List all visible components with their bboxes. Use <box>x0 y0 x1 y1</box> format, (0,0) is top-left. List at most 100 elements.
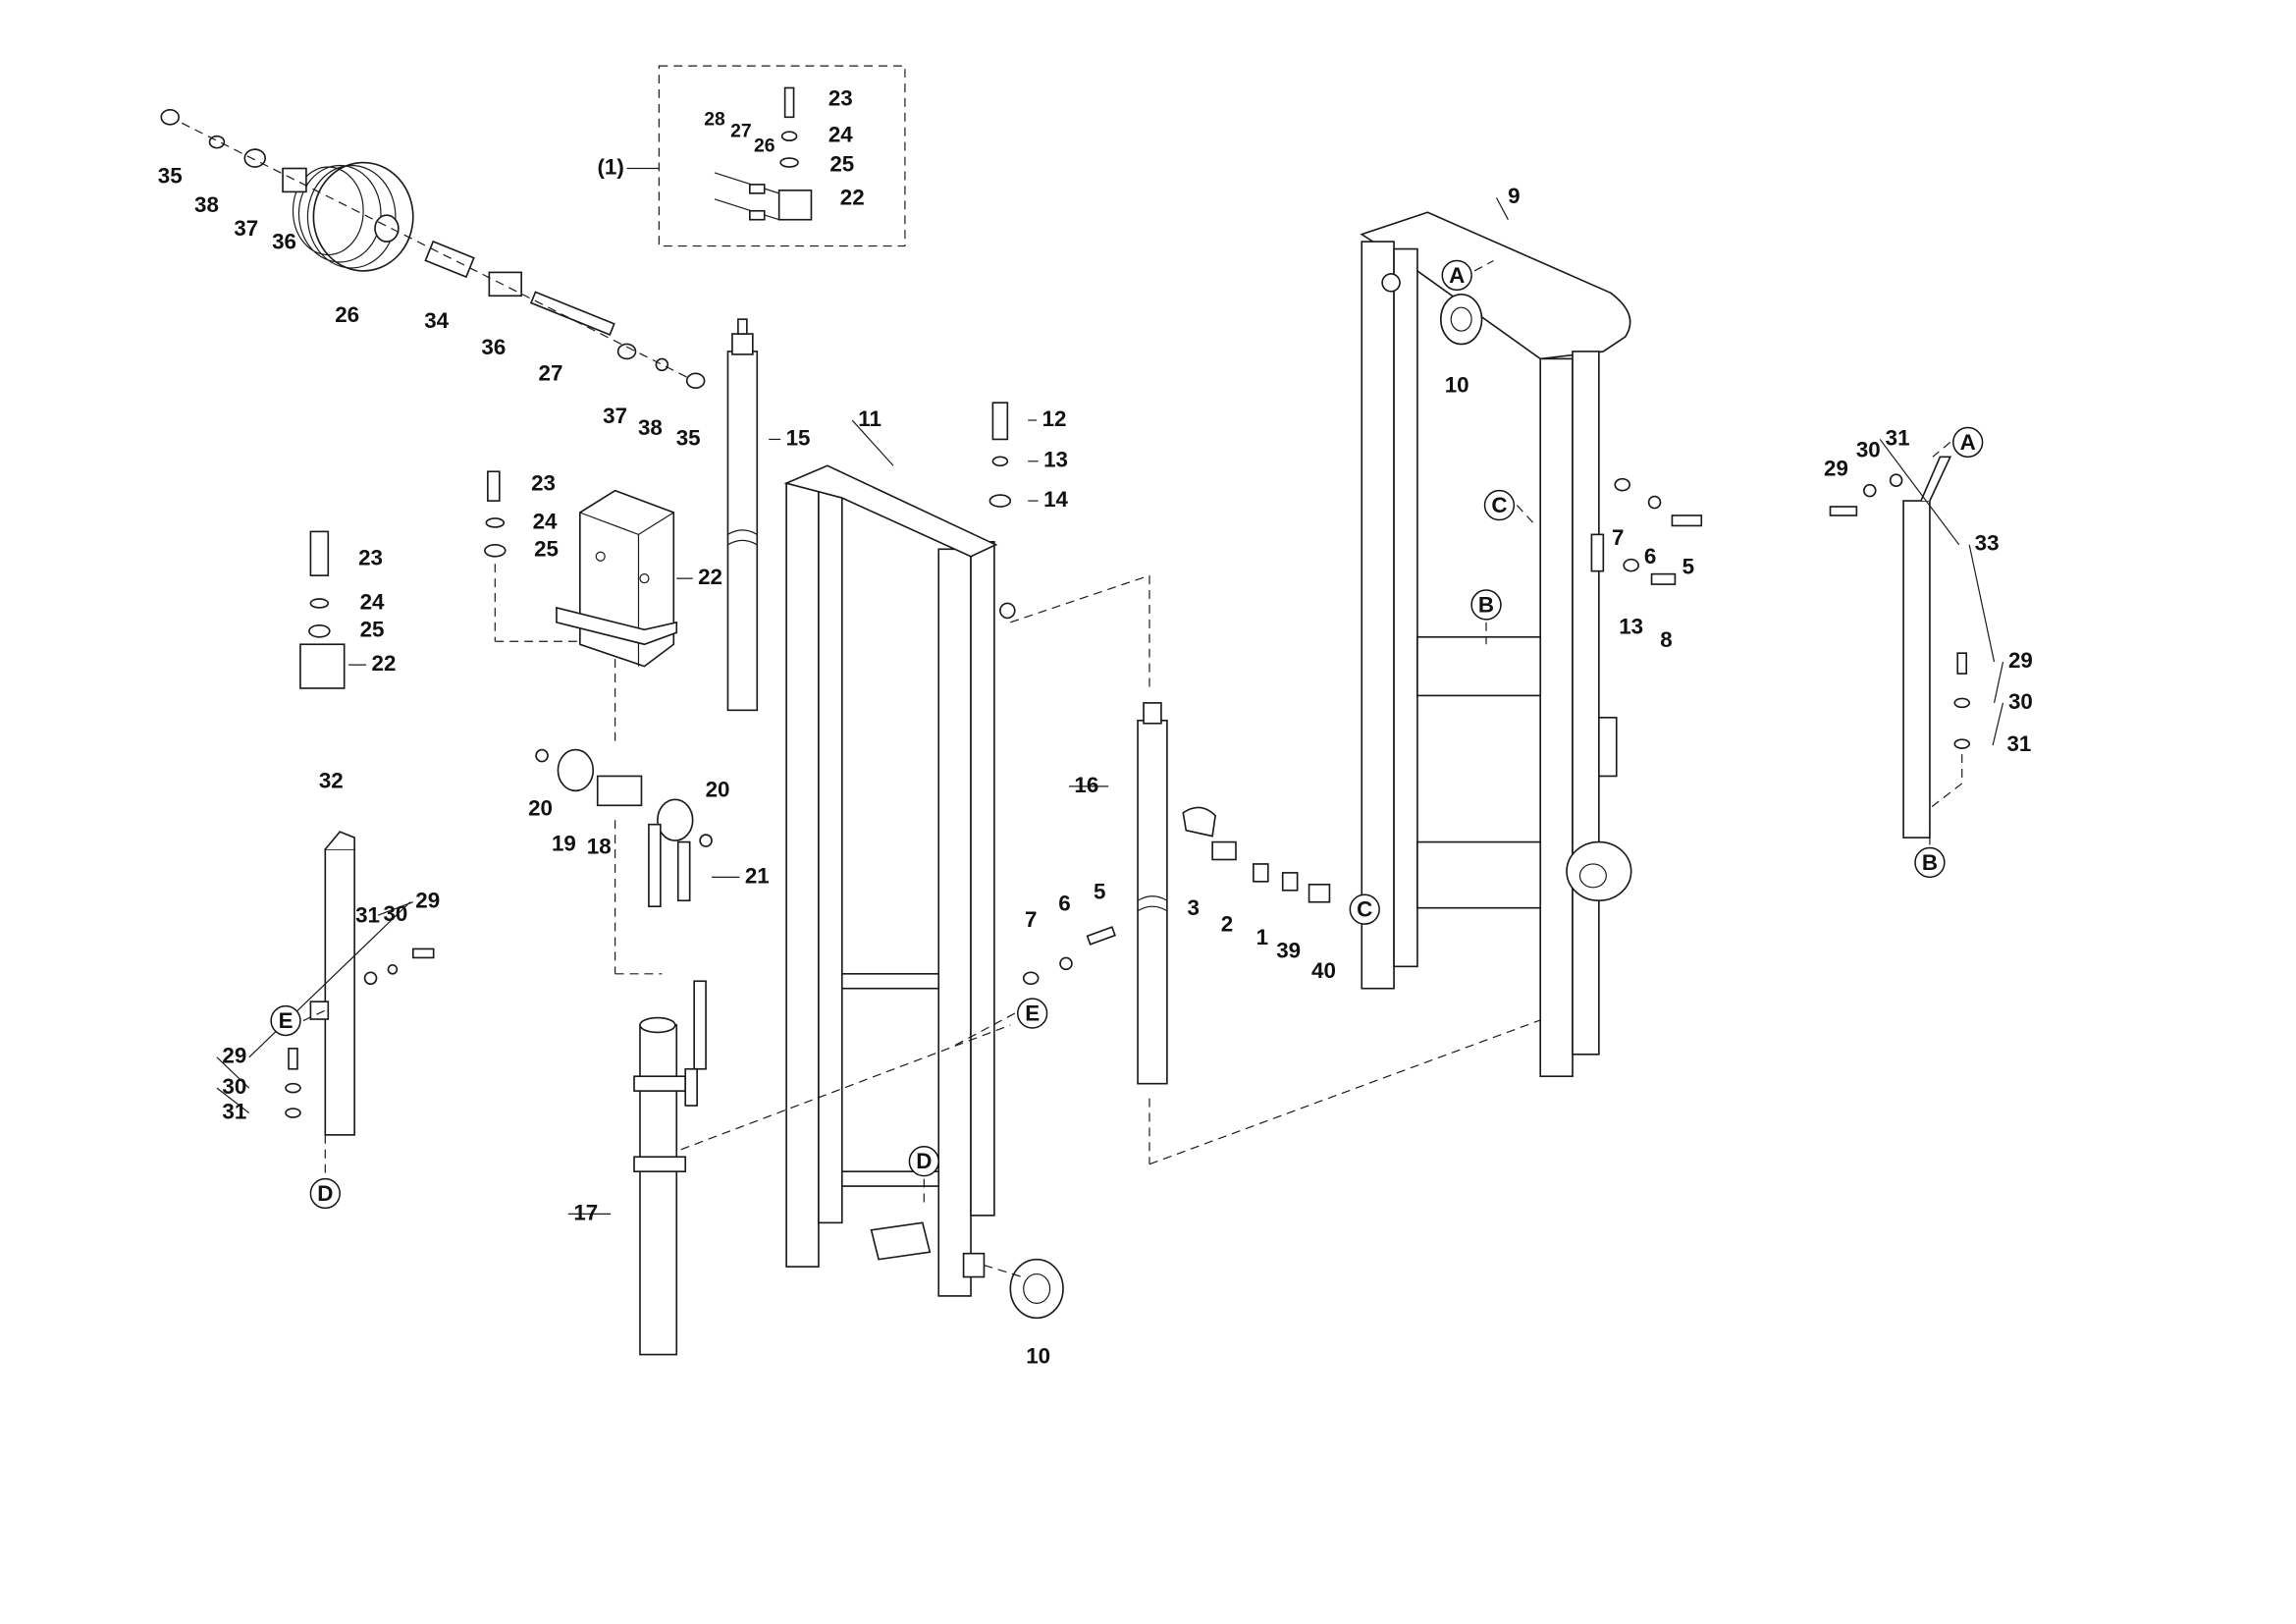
callout-12: 12 <box>1042 406 1067 431</box>
callout-26: 26 <box>754 135 775 156</box>
callout-39: 39 <box>1276 938 1301 962</box>
chain-21 <box>648 823 662 908</box>
pulley-26 <box>292 161 414 272</box>
bracket-18 <box>596 775 643 807</box>
callout-20: 20 <box>706 777 730 801</box>
rail-33 <box>1902 456 1952 839</box>
inner-mast-11 <box>783 464 1016 1297</box>
callout-13: 13 <box>1619 615 1643 639</box>
nut-35 <box>160 109 180 126</box>
callout-31: 31 <box>1886 425 1910 450</box>
callout-16: 16 <box>1074 773 1098 797</box>
callout-38: 38 <box>194 192 219 217</box>
callout-22: 22 <box>372 651 397 676</box>
callout-35: 35 <box>676 425 701 450</box>
callout-3: 3 <box>1188 895 1200 920</box>
callout-24: 24 <box>360 589 385 614</box>
roller-10-top <box>1439 293 1483 346</box>
callout-15: 15 <box>786 425 811 450</box>
cylinder-17 <box>633 1016 698 1356</box>
callout-17: 17 <box>573 1200 598 1224</box>
reference-marker-circle <box>1914 846 1946 879</box>
bushing-36 <box>282 167 307 193</box>
callout-29: 29 <box>1824 457 1848 481</box>
cylinder-15 <box>726 318 759 712</box>
reference-marker-C: C <box>1357 897 1372 922</box>
reference-marker-circle <box>1017 998 1048 1029</box>
callout-36: 36 <box>481 335 506 359</box>
callout-31: 31 <box>355 903 380 928</box>
callout-30: 30 <box>2008 689 2033 714</box>
callout-27: 27 <box>730 120 752 141</box>
reference-marker-B: B <box>1478 592 1494 617</box>
bushing-36b <box>488 271 522 298</box>
reference-marker-circle <box>1470 589 1502 621</box>
washer-37 <box>243 148 266 168</box>
rail-32 <box>324 831 355 1136</box>
sheave-19b <box>657 798 694 841</box>
bracket-22-small <box>777 189 813 221</box>
subassembly-box <box>658 65 906 247</box>
roller-10 <box>1009 1258 1064 1320</box>
cylinder-16 <box>1137 702 1168 1085</box>
callout-29: 29 <box>222 1044 246 1068</box>
reference-marker-D: D <box>916 1149 932 1173</box>
clamp-3 <box>1182 806 1216 838</box>
callout-29: 29 <box>2008 648 2033 673</box>
reference-marker-circle <box>908 1146 939 1177</box>
callout-6: 6 <box>1058 892 1070 916</box>
callout-38: 38 <box>638 415 663 440</box>
callout-19: 19 <box>552 831 576 855</box>
callout-1: 1 <box>1256 925 1268 949</box>
callout-36: 36 <box>272 229 296 253</box>
callout-30: 30 <box>383 901 407 926</box>
callout-31: 31 <box>2006 731 2031 756</box>
callout-24: 24 <box>828 123 853 147</box>
callout-25: 25 <box>360 618 385 642</box>
callout-18: 18 <box>587 834 612 858</box>
reference-marker-E: E <box>1025 1001 1040 1025</box>
callout-26: 26 <box>335 302 359 327</box>
callout-27: 27 <box>539 361 563 386</box>
callout-37: 37 <box>234 216 258 241</box>
reference-marker-circle <box>1483 489 1516 521</box>
callout-25: 25 <box>829 151 854 176</box>
reference-marker-circle <box>1349 893 1380 925</box>
callout-30: 30 <box>1856 437 1881 461</box>
callout-14: 14 <box>1043 487 1068 512</box>
callout-9: 9 <box>1508 184 1520 208</box>
reference-marker-A: A <box>1449 263 1465 288</box>
callout-22: 22 <box>840 186 865 210</box>
callout-21: 21 <box>745 863 770 888</box>
reference-marker-B: B <box>1922 850 1938 875</box>
callout-40: 40 <box>1311 958 1336 983</box>
callout-5: 5 <box>1094 880 1105 904</box>
reference-marker-D: D <box>317 1181 333 1206</box>
reference-marker-circle <box>270 1004 301 1037</box>
spacer-34 <box>424 240 475 279</box>
shaft-27 <box>529 291 615 336</box>
callout-7: 7 <box>1025 907 1037 932</box>
callout-7: 7 <box>1612 525 1624 550</box>
callout-23: 23 <box>828 85 853 110</box>
reference-marker-circle <box>1952 426 1984 459</box>
callout-33: 33 <box>1975 531 2000 556</box>
reference-marker-C: C <box>1491 493 1507 517</box>
callout-13: 13 <box>1043 448 1068 472</box>
callout-35: 35 <box>158 163 183 188</box>
callout-24: 24 <box>533 509 558 533</box>
callout-29: 29 <box>415 889 440 913</box>
callout-28: 28 <box>704 108 725 130</box>
callout-34: 34 <box>424 308 449 333</box>
callout-8: 8 <box>1660 627 1672 652</box>
callout-5: 5 <box>1682 555 1694 579</box>
callout-10: 10 <box>1026 1343 1050 1368</box>
callout-10: 10 <box>1445 373 1469 398</box>
reference-marker-circle <box>1441 259 1472 292</box>
callout-31: 31 <box>222 1099 246 1123</box>
subassembly-label: (1) <box>597 154 623 179</box>
callout-23: 23 <box>358 546 383 570</box>
callout-25: 25 <box>534 537 559 562</box>
